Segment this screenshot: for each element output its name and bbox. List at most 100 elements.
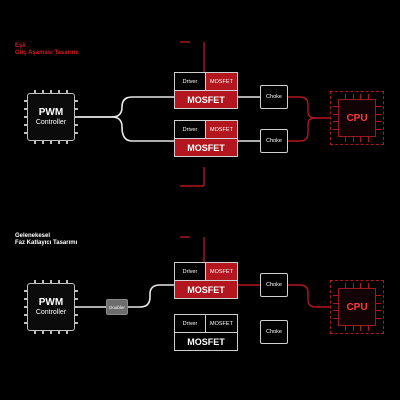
mosfet-label: MOSFET (175, 139, 237, 156)
pwm-pin (66, 280, 68, 283)
cpu-pin (333, 317, 338, 319)
mosfet-cell: MOSFET (206, 121, 237, 139)
cpu-pin (345, 326, 347, 331)
pwm-pin (50, 331, 52, 334)
cpu-pin (360, 137, 362, 142)
choke-1: Choke (260, 85, 288, 109)
choke-3: Choke (260, 273, 288, 297)
cpu-label: CPU (346, 112, 368, 124)
pwm-pin (34, 90, 36, 93)
cpu-pin (376, 106, 381, 108)
mosfet-label: MOSFET (175, 91, 237, 108)
choke-4: Choke (260, 320, 288, 344)
cpu-pin (360, 283, 362, 288)
pwm-controller-top: PWM Controller (27, 93, 75, 141)
cpu-pin (376, 310, 381, 312)
top-red-wiring (180, 41, 330, 187)
cpu-pin (345, 137, 347, 142)
pwm-pin (42, 331, 44, 334)
pwm-pin (58, 331, 60, 334)
pwm-subtitle: Controller (35, 309, 67, 316)
pwm-pin (24, 290, 27, 292)
top-caption-line2: Güç Aşaması Tasarımı (15, 50, 79, 56)
cpu-pin (352, 94, 354, 99)
wire-choke-cpu-bottom (288, 284, 330, 308)
pwm-pin (66, 141, 68, 144)
cpu-outline-bottom (330, 280, 384, 334)
pwm-pin (24, 116, 27, 118)
bottom-caption-line1: Gelenekesel (15, 233, 51, 239)
cpu-pin (376, 295, 381, 297)
pwm-pin (75, 124, 78, 126)
pwm-pin (24, 108, 27, 110)
power-stage-1: Driver MOSFET MOSFET (174, 72, 238, 109)
cpu-pin (376, 128, 381, 130)
cpu-label: CPU (346, 301, 368, 313)
pwm-pin (50, 90, 52, 93)
bottom-red-wiring (180, 236, 330, 308)
top-caption: Eşli Güç Aşaması Tasarımı (15, 43, 79, 57)
cpu-pin (376, 113, 381, 115)
cpu-pin (360, 94, 362, 99)
power-stage-2: Driver MOSFET MOSFET (174, 120, 238, 157)
driver-cell: Driver (175, 263, 206, 281)
pwm-pin (58, 280, 60, 283)
power-stage-4-inactive: Driver MOSFET MOSFET (174, 314, 238, 351)
pwm-title: PWM (38, 107, 64, 118)
pwm-pin (34, 141, 36, 144)
cpu-pin (345, 283, 347, 288)
pwm-pin (24, 322, 27, 324)
pwm-controller-bottom: PWM Controller (27, 283, 75, 331)
mosfet-cell: MOSFET (206, 263, 237, 281)
pwm-pin (58, 141, 60, 144)
pwm-pin (24, 124, 27, 126)
wire-pwm-mosfet-2 (76, 116, 174, 142)
bottom-wiring (76, 284, 174, 308)
pwm-pin (24, 132, 27, 134)
pwm-pin (66, 90, 68, 93)
pwm-pin (75, 306, 78, 308)
pwm-pin (75, 298, 78, 300)
cpu-pin (352, 137, 354, 142)
pwm-pin (75, 100, 78, 102)
wire-choke2-cpu (288, 117, 317, 142)
mosfet-cell: MOSFET (206, 315, 237, 333)
cpu-pin (367, 137, 369, 142)
choke-2: Choke (260, 129, 288, 153)
cpu-pin (376, 302, 381, 304)
driver-cell: Driver (175, 121, 206, 139)
driver-cell: Driver (175, 315, 206, 333)
pwm-pin (75, 108, 78, 110)
bottom-caption-line2: Faz Katlayıcı Tasarımı (15, 240, 78, 246)
cpu-pin (333, 295, 338, 297)
wire-choke1-cpu (288, 96, 330, 119)
pwm-pin (42, 280, 44, 283)
cpu-pin (352, 326, 354, 331)
pwm-pin (66, 331, 68, 334)
pwm-pin (34, 280, 36, 283)
wire-red-bottom (180, 167, 205, 187)
cpu-pin (367, 94, 369, 99)
pwm-pin (50, 280, 52, 283)
cpu-pin (367, 326, 369, 331)
power-stage-3: Driver MOSFET MOSFET (174, 262, 238, 299)
pwm-pin (24, 298, 27, 300)
top-caption-line1: Eşli (15, 43, 26, 49)
cpu-pin (360, 326, 362, 331)
doubler-chip: Doubler (106, 299, 128, 315)
pwm-title: PWM (38, 297, 64, 308)
cpu-bottom: CPU (338, 288, 376, 326)
pwm-pin (24, 306, 27, 308)
pwm-pin (42, 90, 44, 93)
cpu-pin (333, 106, 338, 108)
wire-doubler-mosfet (128, 284, 174, 308)
driver-cell: Driver (175, 73, 206, 91)
pwm-pin (75, 322, 78, 324)
pwm-pin (75, 116, 78, 118)
mosfet-label: MOSFET (175, 281, 237, 298)
cpu-pin (345, 94, 347, 99)
pwm-subtitle: Controller (35, 119, 67, 126)
pwm-pin (42, 141, 44, 144)
